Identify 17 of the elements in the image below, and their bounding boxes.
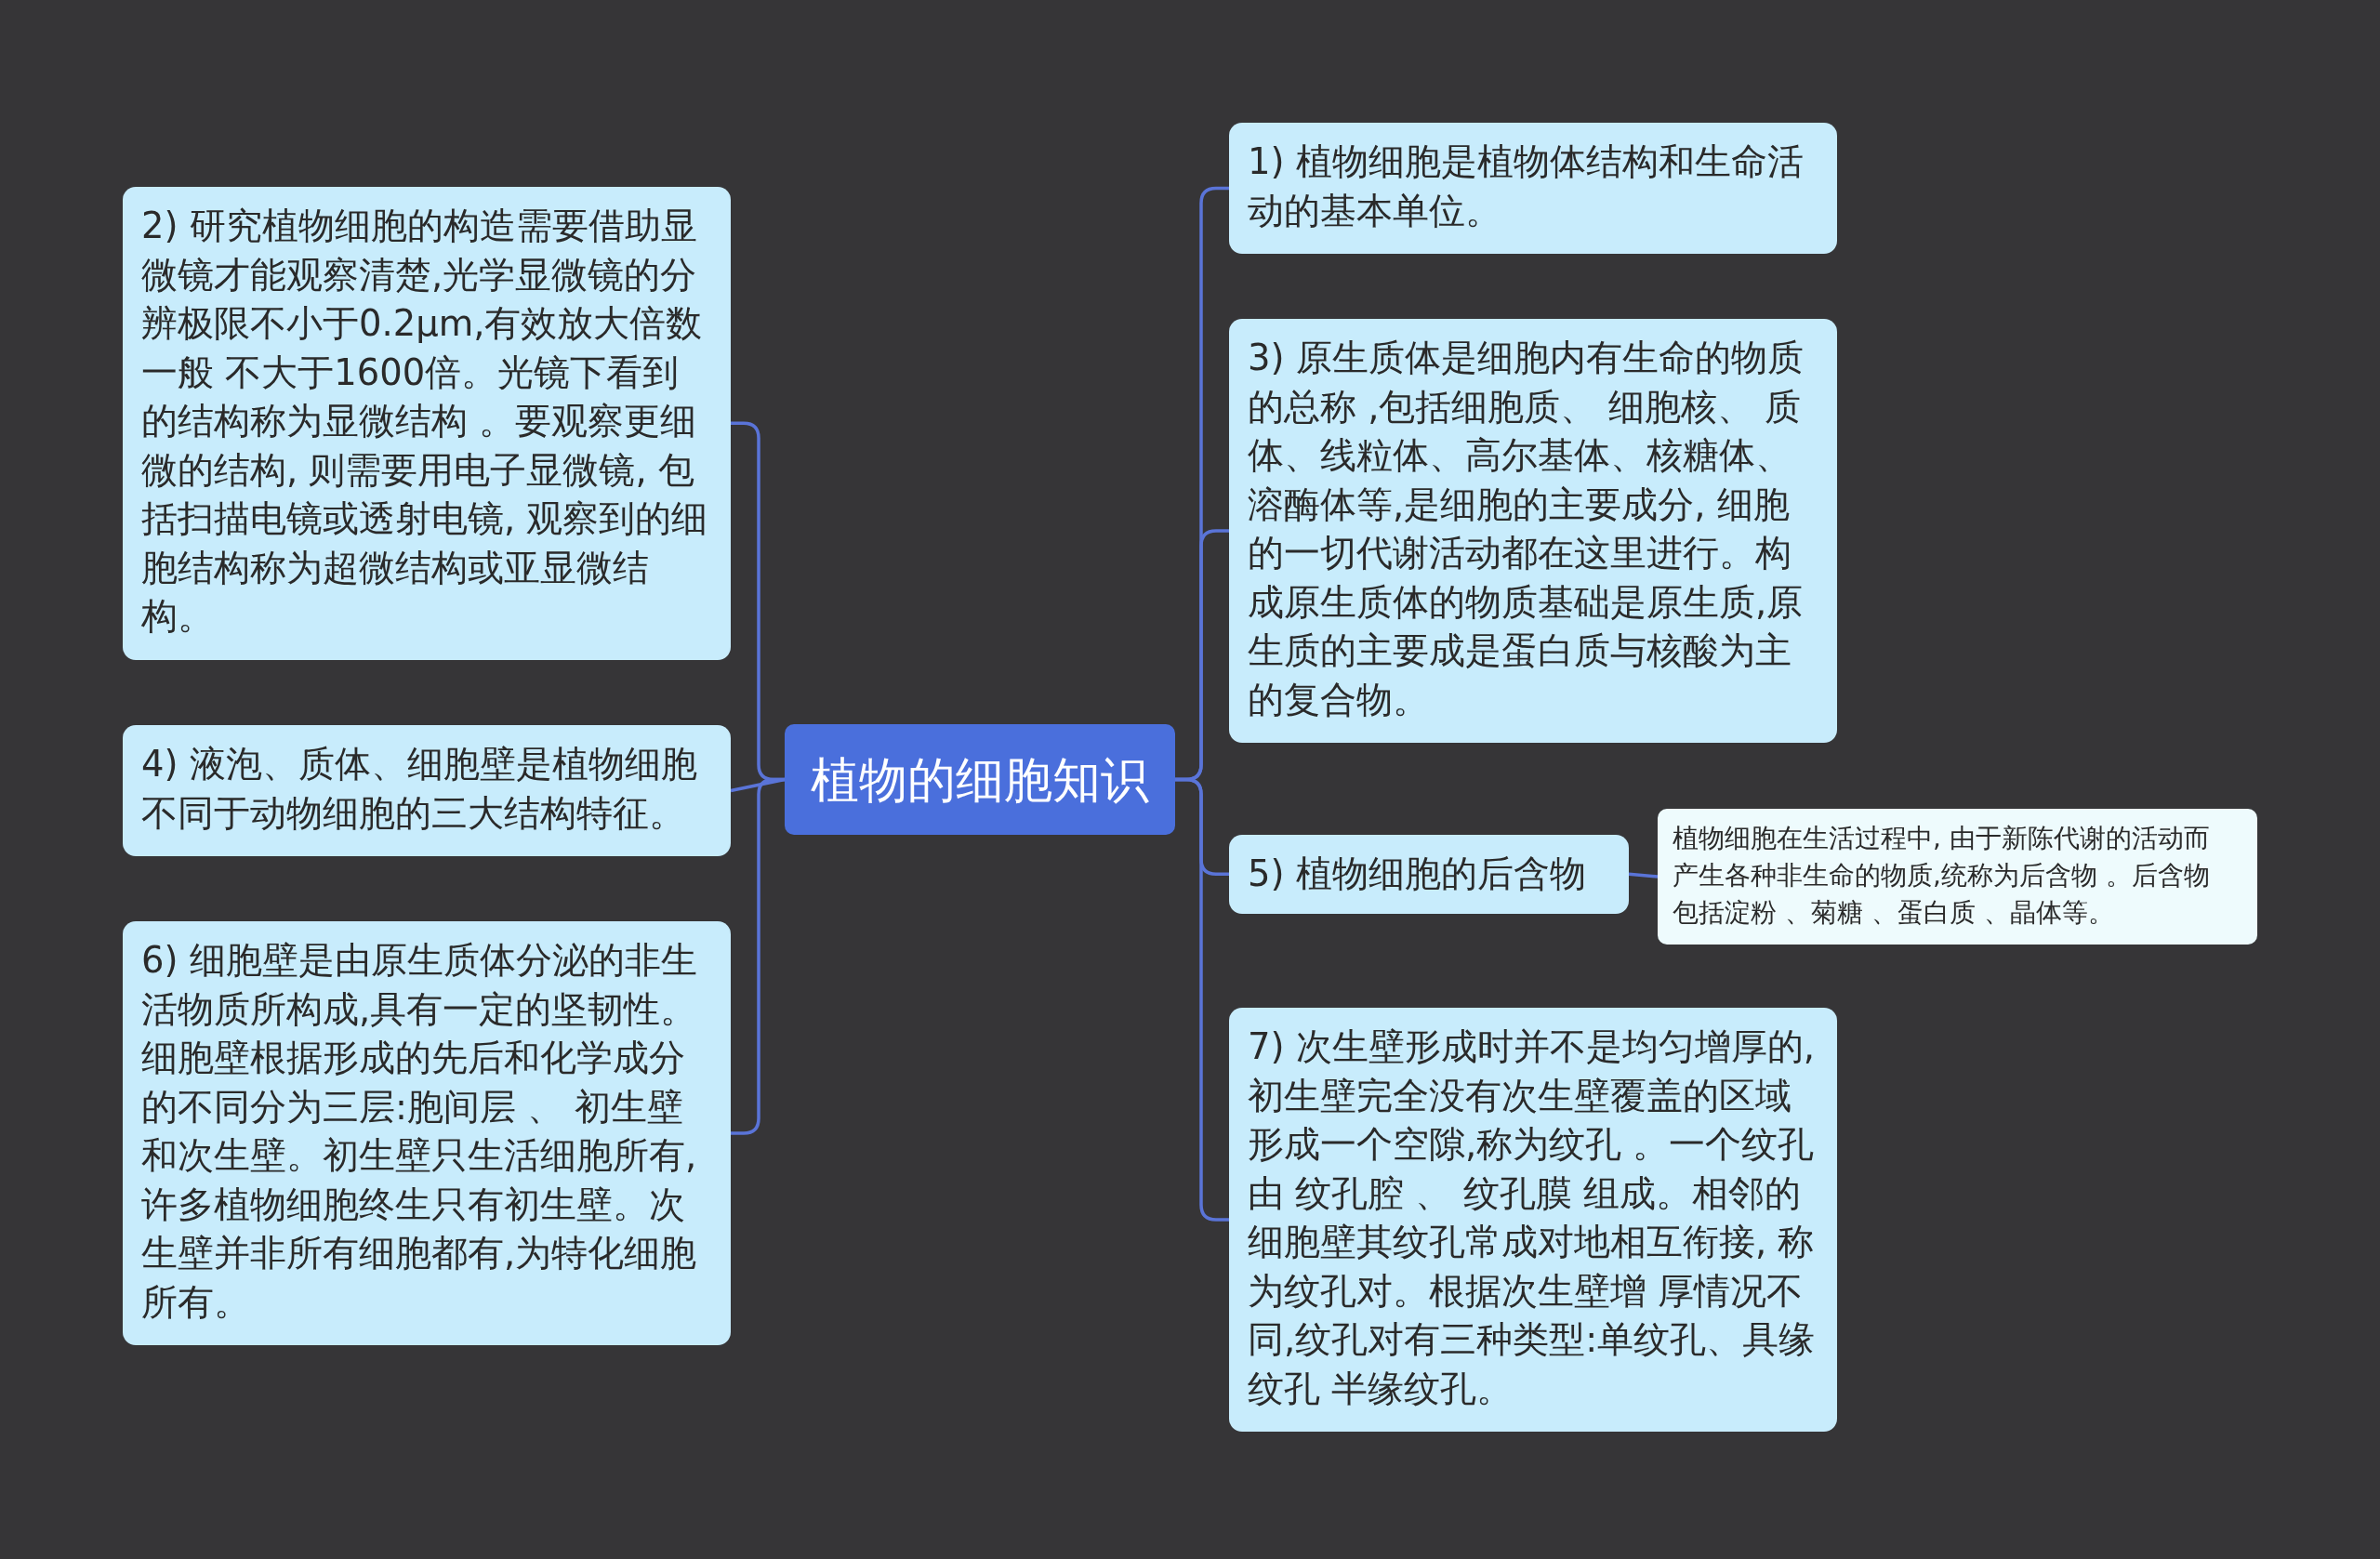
topic-text: 植物细胞在生活过程中, 由于新陈代谢的活动而产生各种非生命的物质,统称为后含物 。后含物包括淀粉 、菊糖 、蛋白质 、晶体等。	[1673, 822, 2211, 930]
central-topic-box	[785, 724, 1175, 835]
topic-text: 4) 液泡、质体、细胞壁是植物细胞不同于动物细胞的三大结构特征。	[141, 742, 698, 836]
topic-text: 5) 植物细胞的后含物	[1248, 852, 1587, 896]
topic-box	[1229, 319, 1837, 743]
topic-text: 1) 植物细胞是植物体结构和生命活动的基本单位。	[1248, 139, 1805, 233]
topic-box	[123, 725, 731, 856]
topic-text: 7) 次生壁形成时并不是均匀增厚的,初生壁完全没有次生壁覆盖的区域形成一个空隙,称为纹孔 。一个纹孔由 纹孔腔 、 纹孔膜 组成。相邻的细胞壁其纹孔常成对地相互衔接, 称为纹孔对。根据次生壁增 厚情况不同,纹孔对有三种类型:单纹孔、具缘纹孔 半缘纹孔。	[1248, 1024, 1817, 1411]
topic-text: 3) 原生质体是细胞内有生命的物质的总称 ,包括细胞质、 细胞核、 质体、线粒体、高尔基体、核糖体、溶酶体等,是细胞的主要成分, 细胞的一切代谢活动都在这里进行。构成原生质体的物质基础是原生质,原生质的主要成是蛋白质与核酸为主的复合物。	[1248, 336, 1805, 722]
topic-text: 2) 研究植物细胞的构造需要借助显微镜才能观察清楚,光学显微镜的分辨极限不小于0.2μm,有效放大倍数一般 不大于1600倍。光镜下看到的结构称为显微结构 。要观察更细微的结构, 则需要用电子显微镜, 包括扫描电镜或透射电镜, 观察到的细胞结构称为超微结构或亚显微结构。	[141, 204, 709, 639]
topic-box	[1229, 123, 1837, 254]
topic-box	[123, 921, 731, 1345]
note-box	[1658, 809, 2257, 945]
topic-box	[1229, 835, 1629, 914]
connector-line	[1628, 872, 1659, 879]
topic-text: 植物的细胞知识	[811, 750, 1149, 810]
topic-text: 6) 细胞壁是由原生质体分泌的非生活物质所构成,具有一定的坚韧性。细胞壁根据形成的先后和化学成分的不同分为三层:胞间层 、 初生壁和次生壁。初生壁只生活细胞所有, 许多植物细胞终生只有初生壁。次生壁并非所有细胞都有,为特化细胞所有。	[141, 938, 698, 1325]
